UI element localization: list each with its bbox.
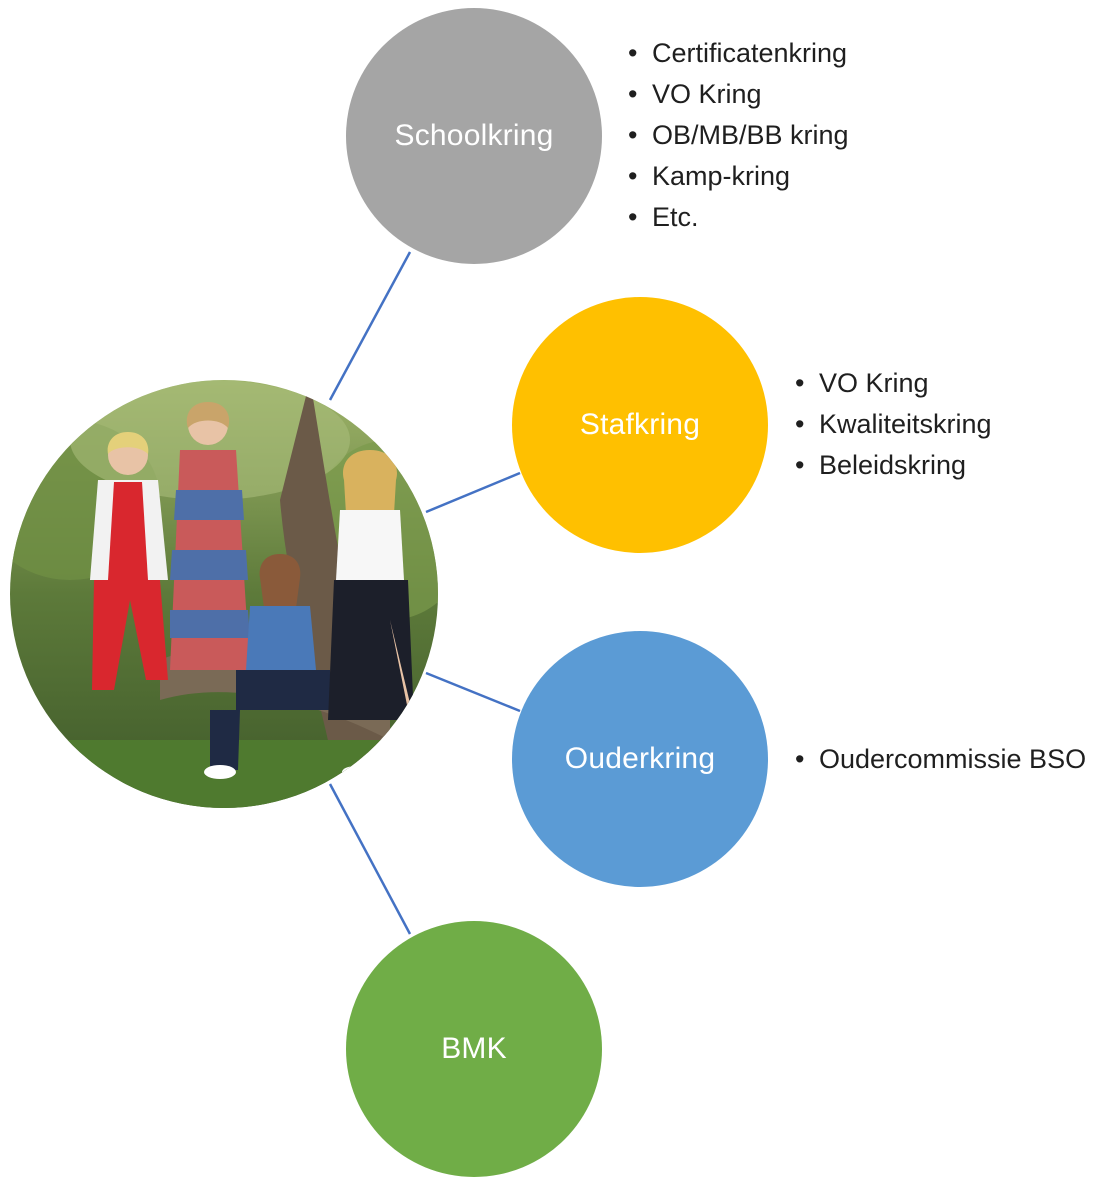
list-item: Kamp-kring (628, 156, 849, 197)
ouderkring-list: Oudercommissie BSO (795, 739, 1086, 780)
list-item: Certificatenkring (628, 33, 849, 74)
group-photo-illustration (10, 380, 438, 808)
node-schoolkring: Schoolkring (346, 8, 602, 264)
connector-bmk (328, 783, 412, 935)
node-stafkring: Stafkring (512, 297, 768, 553)
list-item: OB/MB/BB kring (628, 115, 849, 156)
node-label: Stafkring (579, 408, 701, 441)
list-item: Oudercommissie BSO (795, 739, 1086, 780)
list-item: VO Kring (628, 74, 849, 115)
stafkring-list: VO Kring Kwaliteitskring Beleidskring (795, 363, 992, 486)
list-item: Kwaliteitskring (795, 404, 992, 445)
connector-school (328, 251, 412, 401)
list-item: Beleidskring (795, 445, 992, 486)
connector-ouder (425, 671, 521, 713)
group-photo (10, 380, 438, 808)
connector-staf (425, 471, 521, 514)
schoolkring-list: Certificatenkring VO Kring OB/MB/BB krin… (628, 33, 849, 238)
node-bmk: BMK (346, 921, 602, 1177)
node-label: Ouderkring (564, 742, 716, 775)
node-ouderkring: Ouderkring (512, 631, 768, 887)
node-label: BMK (441, 1032, 507, 1065)
list-item: VO Kring (795, 363, 992, 404)
node-label: Schoolkring (394, 119, 554, 152)
list-item: Etc. (628, 197, 849, 238)
